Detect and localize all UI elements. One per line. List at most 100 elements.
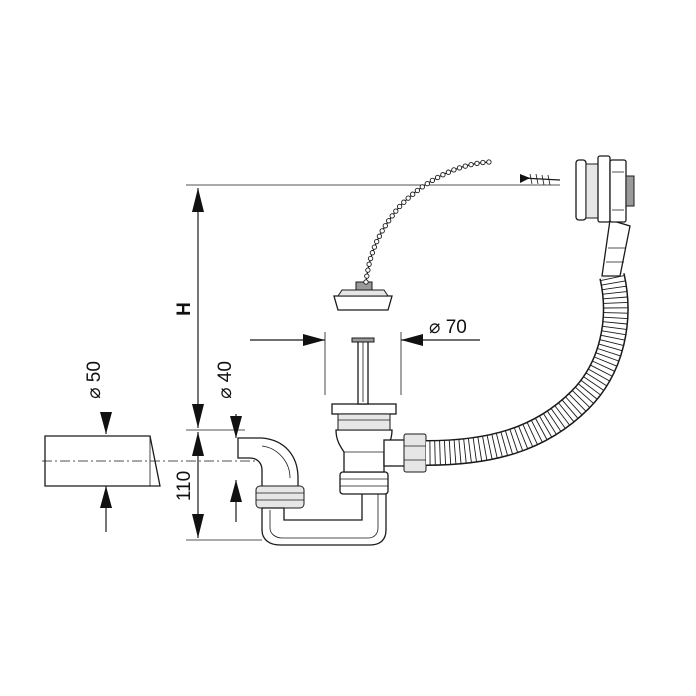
elbow-pipe [237, 437, 299, 489]
u-trap-inner [269, 494, 379, 539]
hose-rib [568, 393, 587, 412]
waste-diameter-label: ⌀ 70 [429, 317, 467, 338]
chain-link [363, 279, 369, 285]
chain-link [410, 191, 416, 197]
trap-arrow-bottom [192, 514, 204, 538]
waste-fitting [331, 281, 397, 431]
hose-rib [439, 440, 441, 465]
chain-link [389, 213, 395, 219]
hose-rib [583, 376, 604, 391]
hose-rib [500, 432, 508, 456]
hose-rib [603, 296, 628, 300]
d50-arrow-top [100, 412, 112, 434]
chain-link [405, 195, 411, 201]
hose-rib [526, 422, 538, 445]
chain-link [386, 218, 392, 224]
outlet-diameter-dimension: ⌀ 50 [84, 361, 112, 532]
plug-chain [363, 159, 492, 285]
hose-rib [590, 364, 613, 377]
hose-rib [547, 411, 562, 432]
waste-flange [331, 403, 397, 415]
chain-link [429, 177, 436, 184]
hose-rib [599, 339, 624, 346]
hose-rib [603, 301, 628, 304]
hose-rib [601, 330, 626, 336]
hose-rib [601, 334, 625, 341]
hose-rib [443, 440, 447, 465]
plug-top [337, 289, 389, 297]
hose-rib [588, 368, 610, 382]
side-connector [383, 433, 427, 473]
hose-rib [463, 439, 467, 464]
overflow-head [520, 155, 635, 277]
chain-link [374, 238, 380, 245]
trap-height-dimension: 110 [174, 432, 262, 541]
d70-arrow-right [401, 334, 423, 346]
pipe-diameter-dimension: ⌀ 40 [215, 361, 242, 522]
hose-ribs [429, 275, 628, 466]
trap-height-label: 110 [174, 471, 195, 501]
chain-link [486, 159, 492, 165]
chain-links [363, 159, 492, 285]
hose-rib [595, 352, 619, 362]
flexible-hose [425, 273, 629, 466]
height-dimension: H [174, 184, 560, 431]
hose-rib [531, 420, 543, 443]
chain-link [379, 228, 385, 234]
d40-arrow-bottom [230, 480, 242, 502]
hose-rib [585, 372, 607, 387]
hose-rib [561, 399, 579, 419]
hose-rib [598, 343, 623, 352]
chain-link [424, 180, 430, 187]
elbow-nut [255, 485, 305, 509]
hose-rib [509, 429, 519, 453]
hose-rib [602, 285, 627, 291]
chain-link [445, 169, 452, 175]
chain-link [371, 244, 378, 250]
height-label: H [174, 302, 195, 316]
overflow-gasket [585, 163, 599, 219]
chain-link [456, 165, 463, 171]
chain-link [393, 208, 399, 214]
hose-rib [601, 280, 626, 286]
hose-rib [518, 426, 529, 449]
trap-nut [339, 471, 389, 495]
outlet-diameter-label: ⌀ 50 [84, 361, 105, 399]
chain-link [451, 167, 457, 173]
chain-link [414, 187, 421, 194]
side-nut [403, 433, 427, 473]
d70-arrow-left [303, 334, 325, 346]
hose-rib [558, 402, 575, 422]
screw-tip [520, 174, 530, 183]
hose-rib [602, 291, 627, 295]
overflow-body-1 [597, 155, 611, 223]
hose-rib [572, 390, 590, 408]
overflow-ribs [612, 171, 624, 211]
chain-link [474, 160, 480, 167]
chain-link [369, 250, 376, 256]
screw-thread [529, 173, 551, 186]
trap-arrow-top [192, 432, 204, 456]
chain-link [396, 203, 403, 210]
hose-rib [448, 440, 452, 465]
hose-rib [539, 415, 553, 438]
hose-rib [578, 383, 598, 400]
outlet-pipe [42, 435, 262, 487]
chain-link [462, 163, 468, 169]
chain-link [401, 199, 407, 205]
screw-head [351, 337, 375, 343]
hose-rib [482, 436, 488, 461]
chain-link [419, 184, 425, 190]
overflow-back [625, 175, 635, 207]
hose-rib [477, 437, 483, 462]
h-arrow-top [192, 188, 204, 212]
d50-arrow-bottom [100, 486, 112, 508]
chain-path [365, 161, 491, 283]
chain-link [376, 233, 383, 239]
chain-link [480, 159, 486, 166]
h-arrow-bottom [192, 404, 204, 428]
d40-arrow-top [230, 416, 242, 438]
chain-link [367, 255, 374, 262]
hose-rib [580, 380, 601, 396]
